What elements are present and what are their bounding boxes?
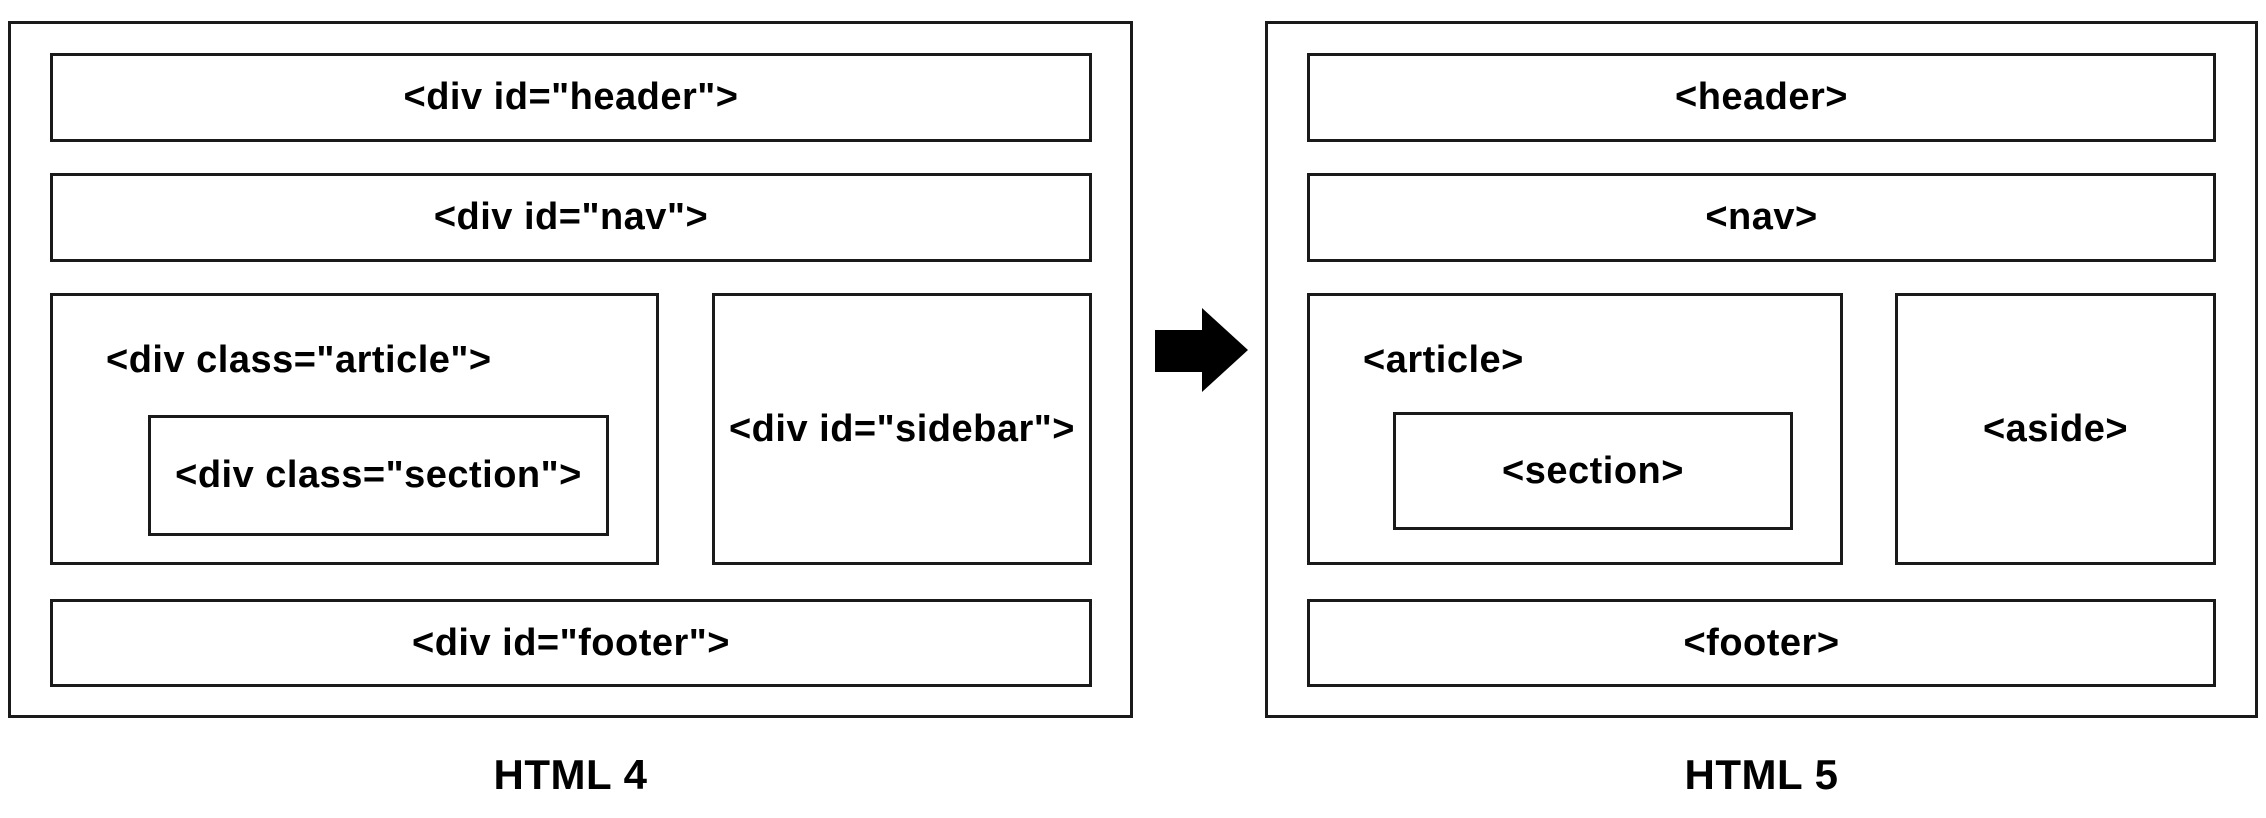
html4-article-label: <div class="article"> [106,339,492,381]
html5-aside-label: <aside> [1982,407,2129,450]
html4-footer-label: <div id="footer"> [412,621,730,664]
html5-aside-box: <aside> [1895,293,2216,565]
html4-caption: HTML 4 [493,751,648,798]
html5-article-label: <article> [1363,339,1524,381]
html4-sidebar-box: <div id="sidebar"> [712,293,1092,565]
html4-sidebar-label: <div id="sidebar"> [728,407,1075,450]
html5-footer-box: <footer> [1307,599,2216,687]
html4-footer-box: <div id="footer"> [50,599,1092,687]
html5-nav-label: <nav> [1705,196,1818,238]
html4-nav-box: <div id="nav"> [50,173,1092,262]
html5-footer-label: <footer> [1683,621,1840,664]
html5-nav-box: <nav> [1307,173,2216,262]
html4-header-label: <div id="header"> [403,76,739,118]
html4-section-box: <div class="section"> [148,415,609,536]
right-arrow-icon [1155,306,1250,394]
html4-section-label: <div class="section"> [175,454,582,496]
html4-header-box: <div id="header"> [50,53,1092,142]
html5-header-box: <header> [1307,53,2216,142]
html5-section-box: <section> [1393,412,1793,530]
html5-header-label: <header> [1675,76,1848,118]
html5-section-label: <section> [1502,449,1684,492]
html5-caption: HTML 5 [1684,751,1839,798]
html4-nav-label: <div id="nav"> [433,196,709,238]
